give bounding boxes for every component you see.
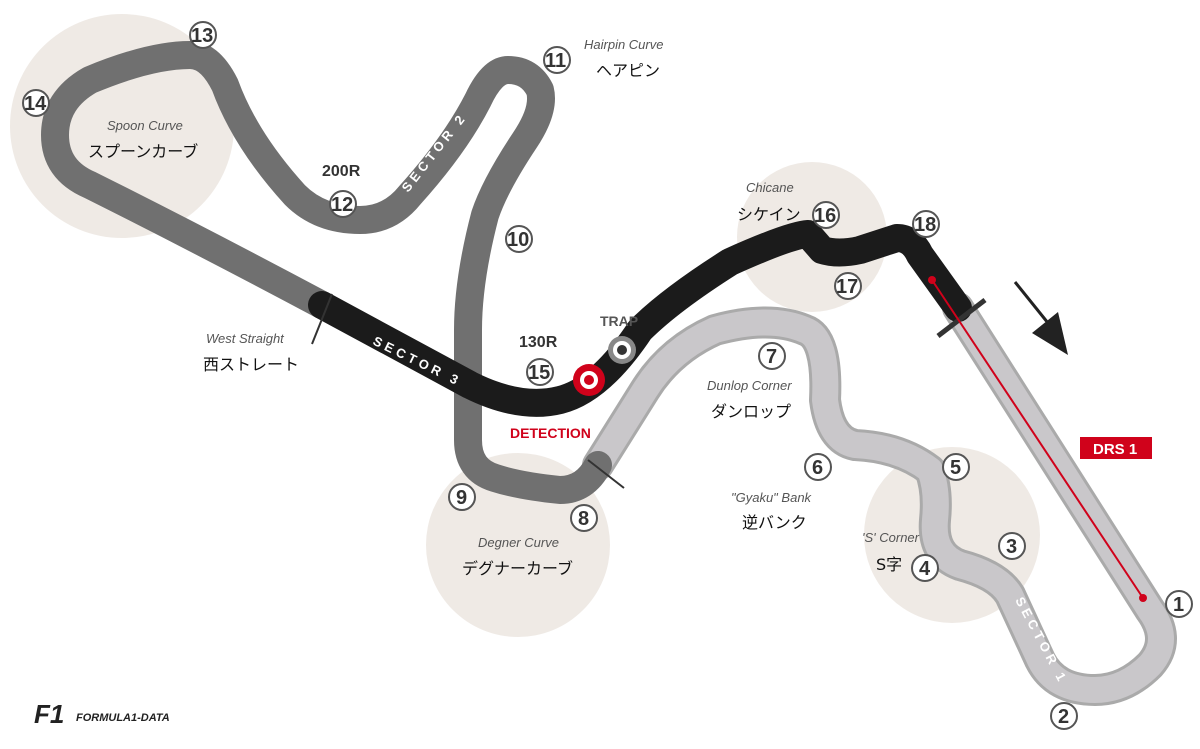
turn-15-number: 15 — [528, 362, 550, 384]
sector-2-track — [41, 41, 612, 504]
speed-trap-label: TRAP — [600, 313, 638, 329]
turn-16-name-en: Chicane — [746, 180, 794, 195]
turn-14-number: 14 — [24, 93, 47, 115]
turn-10-number: 10 — [507, 229, 529, 251]
turn-7-name-jp: ダンロップ — [711, 402, 791, 421]
turn-3-number: 3 — [1006, 536, 1017, 558]
turn-7-number: 7 — [766, 346, 777, 368]
turn-16: 16 Chicane シケイン — [737, 180, 840, 229]
turn-17: 17 — [834, 272, 862, 300]
formula1-data-logo: F1 FORMULA1-DATA — [34, 699, 170, 729]
turn-2: 2 — [1050, 702, 1078, 730]
sector-1-track — [582, 292, 1177, 706]
turn-1-number: 1 — [1173, 594, 1184, 616]
turn-4-number: 4 — [919, 558, 931, 580]
turn-4-name-jp: S字 — [876, 555, 902, 574]
divider-finish — [936, 298, 987, 338]
turn-4: 4 'S' Corner S字 — [862, 530, 939, 582]
turn-11-name-en: Hairpin Curve — [584, 37, 663, 52]
turn-13-number: 13 — [191, 25, 213, 47]
detection-label: DETECTION — [510, 425, 591, 441]
drs-zone-end — [1139, 594, 1147, 602]
drs-zone-start — [928, 276, 936, 284]
turn-11: 11 Hairpin Curve ヘアピン — [543, 37, 663, 80]
drs-zone-line — [931, 279, 1144, 599]
drs-label: DRS 1 — [1093, 441, 1137, 458]
turn-16-number: 16 — [814, 205, 836, 227]
turn-8-number: 8 — [578, 508, 589, 530]
divider-s2-s3 — [311, 293, 333, 345]
logo-text: FORMULA1-DATA — [76, 712, 170, 724]
direction-arrow-icon — [1013, 281, 1068, 355]
turn-18: 18 — [912, 210, 940, 238]
turn-6-number: 6 — [812, 457, 823, 479]
turn-13: 13 — [189, 21, 217, 49]
sector-3-track — [308, 220, 972, 417]
turn-12-name: 200R — [322, 163, 361, 180]
turn-5-number: 5 — [950, 457, 961, 479]
turn-8-name-jp: デグナーカーブ — [462, 559, 573, 578]
speed-trap-marker — [608, 336, 636, 364]
turn-1: 1 — [1165, 590, 1193, 618]
turn-15-name: 130R — [519, 334, 558, 351]
turn-5: 5 — [942, 453, 970, 481]
turn-18-number: 18 — [914, 214, 936, 236]
turn-11-name-jp: ヘアピン — [596, 61, 660, 80]
turn-6: 6 "Gyaku" Bank 逆バンク — [731, 453, 832, 532]
turn-2-number: 2 — [1058, 706, 1069, 728]
sector-dividers — [311, 293, 987, 489]
turn-17-number: 17 — [836, 276, 858, 298]
turn-10: 10 — [505, 225, 533, 253]
turn-12: 12 200R — [322, 163, 361, 218]
turn-7: 7 Dunlop Corner ダンロップ — [707, 342, 792, 421]
turn-12-number: 12 — [331, 194, 353, 216]
turn-9: 9 — [448, 483, 476, 511]
turn-4-name-en: 'S' Corner — [862, 530, 920, 545]
west-straight-jp: 西ストレート — [203, 355, 299, 374]
drs-badge: DRS 1 — [1080, 437, 1152, 459]
turn-14-name-en: Spoon Curve — [107, 118, 183, 133]
turn-14-name-jp: スプーンカーブ — [88, 142, 198, 161]
detection-point-marker — [573, 364, 605, 396]
turn-14: 14 Spoon Curve スプーンカーブ — [22, 89, 198, 161]
divider-s1-s2 — [587, 459, 625, 489]
turn-8-name-en: Degner Curve — [478, 535, 559, 550]
turn-16-name-jp: シケイン — [737, 205, 801, 224]
west-straight-en: West Straight — [206, 331, 285, 346]
turn-6-name-en: "Gyaku" Bank — [731, 490, 813, 505]
turn-6-name-jp: 逆バンク — [742, 513, 807, 532]
turn-9-number: 9 — [456, 487, 467, 509]
turn-7-name-en: Dunlop Corner — [707, 378, 792, 393]
turn-3: 3 — [998, 532, 1026, 560]
turn-8: 8 Degner Curve デグナーカーブ — [462, 504, 598, 578]
logo-mark: F1 — [34, 699, 64, 729]
turn-11-number: 11 — [545, 50, 566, 72]
turn-15: 15 130R — [519, 334, 558, 386]
